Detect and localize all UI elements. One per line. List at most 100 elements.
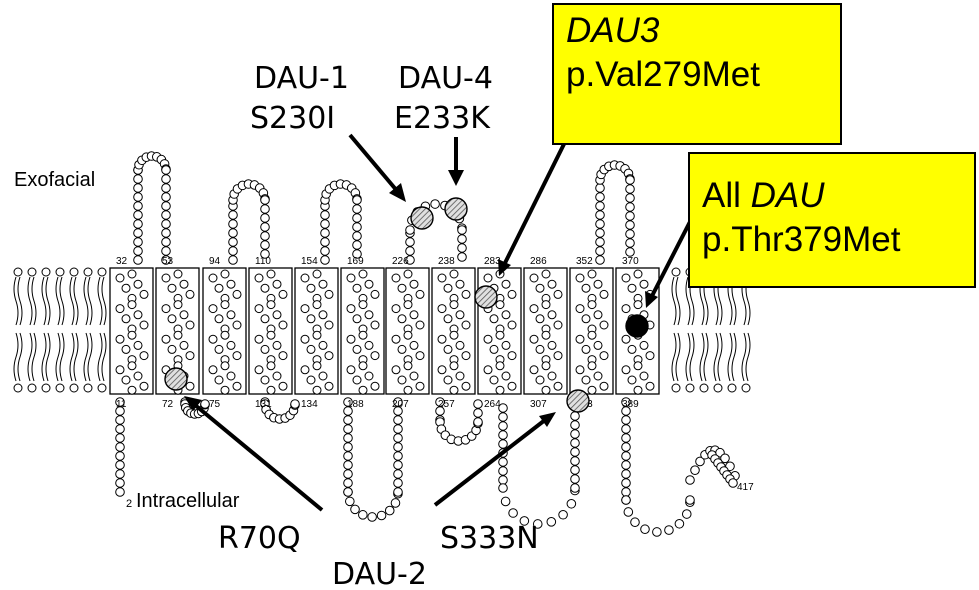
residue-bead xyxy=(116,461,125,470)
residue-bead xyxy=(134,238,143,247)
residue-bead xyxy=(209,305,217,313)
residue-bead xyxy=(416,382,424,390)
residue-bead xyxy=(596,229,605,238)
helix-top-number: 226 xyxy=(392,256,409,267)
residue-bead xyxy=(347,335,355,343)
residue-bead xyxy=(622,425,631,434)
residue-bead xyxy=(128,386,136,394)
residue-bead xyxy=(394,488,403,497)
residue-bead xyxy=(321,211,330,220)
residue-bead xyxy=(438,366,446,374)
residue-bead xyxy=(431,200,440,209)
residue-bead xyxy=(404,362,412,370)
residue-bead xyxy=(134,175,143,184)
helix-bottom-number: 207 xyxy=(392,399,409,410)
residue-bead xyxy=(410,372,418,380)
residue-bead xyxy=(394,425,403,434)
residue-bead xyxy=(394,434,403,443)
residue-bead xyxy=(321,220,330,229)
lipid-tail xyxy=(28,277,32,325)
residue-bead xyxy=(267,386,275,394)
residue-bead xyxy=(596,256,605,265)
residue-bead xyxy=(168,284,176,292)
transmembrane-helices xyxy=(110,268,659,394)
residue-bead xyxy=(116,305,124,313)
lipid-tail xyxy=(60,333,64,381)
residue-bead xyxy=(279,382,287,390)
residue-bead xyxy=(456,280,464,288)
residue-bead xyxy=(209,335,217,343)
residue-bead xyxy=(134,229,143,238)
residue-bead xyxy=(227,311,235,319)
residue-bead xyxy=(347,366,355,374)
residue-bead xyxy=(42,384,50,392)
residue-bead xyxy=(325,382,333,390)
residue-bead xyxy=(134,211,143,220)
residue-bead xyxy=(359,331,367,339)
residue-bead xyxy=(458,253,467,262)
residue-bead xyxy=(56,384,64,392)
residue-bead xyxy=(116,274,124,282)
residue-bead xyxy=(28,384,36,392)
residue-bead xyxy=(626,176,635,185)
residue-bead xyxy=(134,220,143,229)
residue-bead xyxy=(484,366,492,374)
residue-bead xyxy=(134,256,143,265)
residue-bead xyxy=(628,284,636,292)
residue-bead xyxy=(646,382,654,390)
residue-bead xyxy=(392,335,400,343)
residue-bead xyxy=(134,280,142,288)
residue-bead xyxy=(576,305,584,313)
residue-bead xyxy=(728,384,736,392)
lipid-tail xyxy=(700,333,704,381)
residue-bead xyxy=(301,274,309,282)
residue-bead xyxy=(672,384,680,392)
residue-bead xyxy=(359,511,368,520)
residue-bead xyxy=(134,341,142,349)
residue-bead xyxy=(588,270,596,278)
residue-bead xyxy=(221,386,229,394)
intracellular-label: Intracellular xyxy=(136,490,240,512)
lipid-tail xyxy=(28,333,32,381)
residue-bead xyxy=(596,238,605,247)
residue-bead xyxy=(588,362,596,370)
exofacial-label: Exofacial xyxy=(14,169,95,191)
residue-bead xyxy=(508,352,516,360)
lipid-tail xyxy=(732,333,736,381)
helix-1 xyxy=(110,268,153,394)
residue-bead xyxy=(140,290,148,298)
residue-bead xyxy=(502,280,510,288)
residue-bead xyxy=(174,331,182,339)
residue-bead xyxy=(301,366,309,374)
residue-bead xyxy=(626,185,635,194)
residue-bead xyxy=(438,335,446,343)
residue-bead xyxy=(128,270,136,278)
residue-bead xyxy=(371,321,379,329)
residue-bead xyxy=(313,270,321,278)
residue-bead xyxy=(371,382,379,390)
residue-bead xyxy=(508,382,516,390)
residue-bead xyxy=(14,268,22,276)
residue-bead xyxy=(56,268,64,276)
residue-bead xyxy=(626,230,635,239)
residue-bead xyxy=(134,184,143,193)
residue-bead xyxy=(353,223,362,232)
residue-bead xyxy=(450,386,458,394)
residue-bead xyxy=(508,290,516,298)
residue-bead xyxy=(229,256,238,265)
residue-bead xyxy=(410,280,418,288)
residue-bead xyxy=(626,194,635,203)
dau1-mutation: S230I xyxy=(250,101,335,136)
residue-bead xyxy=(530,274,538,282)
residue-bead xyxy=(321,229,330,238)
residue-bead xyxy=(162,184,171,193)
lipid-tail xyxy=(70,277,74,325)
residue-bead xyxy=(321,256,330,265)
residue-bead xyxy=(116,335,124,343)
residue-bead xyxy=(450,270,458,278)
n-terminus xyxy=(116,398,125,497)
residue-bead xyxy=(359,301,367,309)
residue-bead xyxy=(368,513,377,522)
residue-bead xyxy=(325,321,333,329)
residue-bead xyxy=(622,452,631,461)
